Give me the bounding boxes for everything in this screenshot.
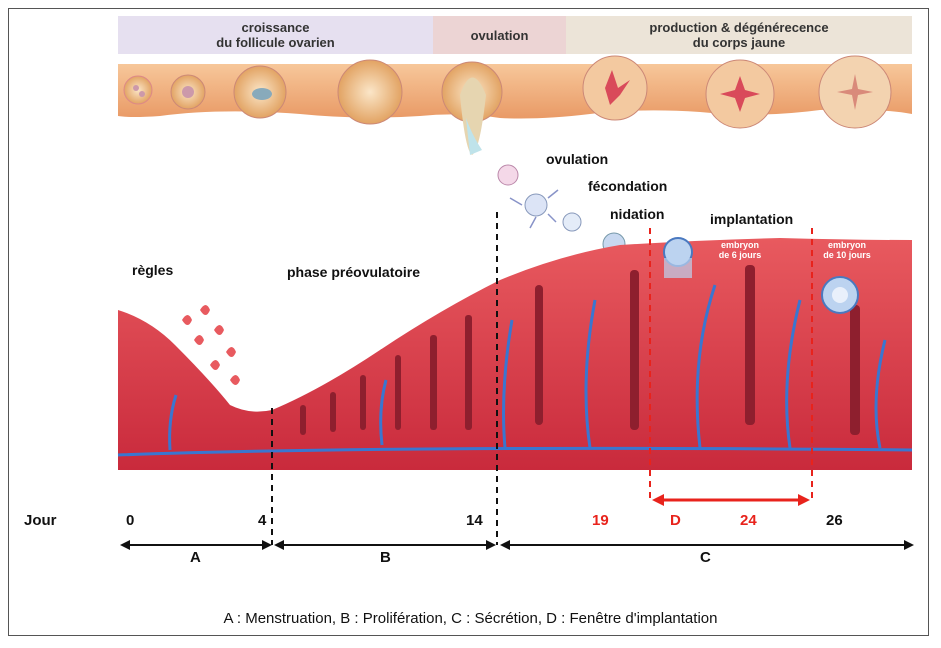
segment-b: B — [380, 549, 391, 566]
segment-c: C — [700, 549, 711, 566]
day-19: 19 — [592, 512, 609, 529]
endometrium — [118, 238, 912, 470]
day-d: D — [670, 512, 681, 529]
label-fecondation: fécondation — [588, 178, 667, 194]
day-26: 26 — [826, 512, 843, 529]
label-ovulation: ovulation — [546, 151, 608, 167]
caption: A : Menstruation, B : Prolifération, C :… — [0, 610, 941, 627]
day-24: 24 — [740, 512, 757, 529]
embryo-6-days — [664, 238, 692, 278]
label-embryon-10-jours: embryon de 10 jours — [812, 240, 882, 260]
phase-ovulation: ovulation — [433, 16, 566, 54]
label-regles: règles — [132, 262, 173, 278]
implantation-window-arrow — [652, 494, 810, 506]
segment-a: A — [190, 549, 201, 566]
phase-follicle-growth: croissance du follicule ovarien — [118, 16, 433, 54]
phase-corpus-luteum: production & dégénérecence du corps jaun… — [566, 16, 912, 54]
label-embryon-6-jours: embryon de 6 jours — [705, 240, 775, 260]
day-0: 0 — [126, 512, 134, 529]
day-4: 4 — [258, 512, 266, 529]
label-preovulatoire: phase préovulatoire — [287, 264, 420, 280]
day-14: 14 — [466, 512, 483, 529]
timeline-arrows — [120, 540, 914, 550]
jour-label: Jour — [24, 512, 57, 529]
label-implantation: implantation — [710, 211, 793, 227]
label-nidation: nidation — [610, 206, 664, 222]
embryo-10-days — [822, 277, 858, 313]
